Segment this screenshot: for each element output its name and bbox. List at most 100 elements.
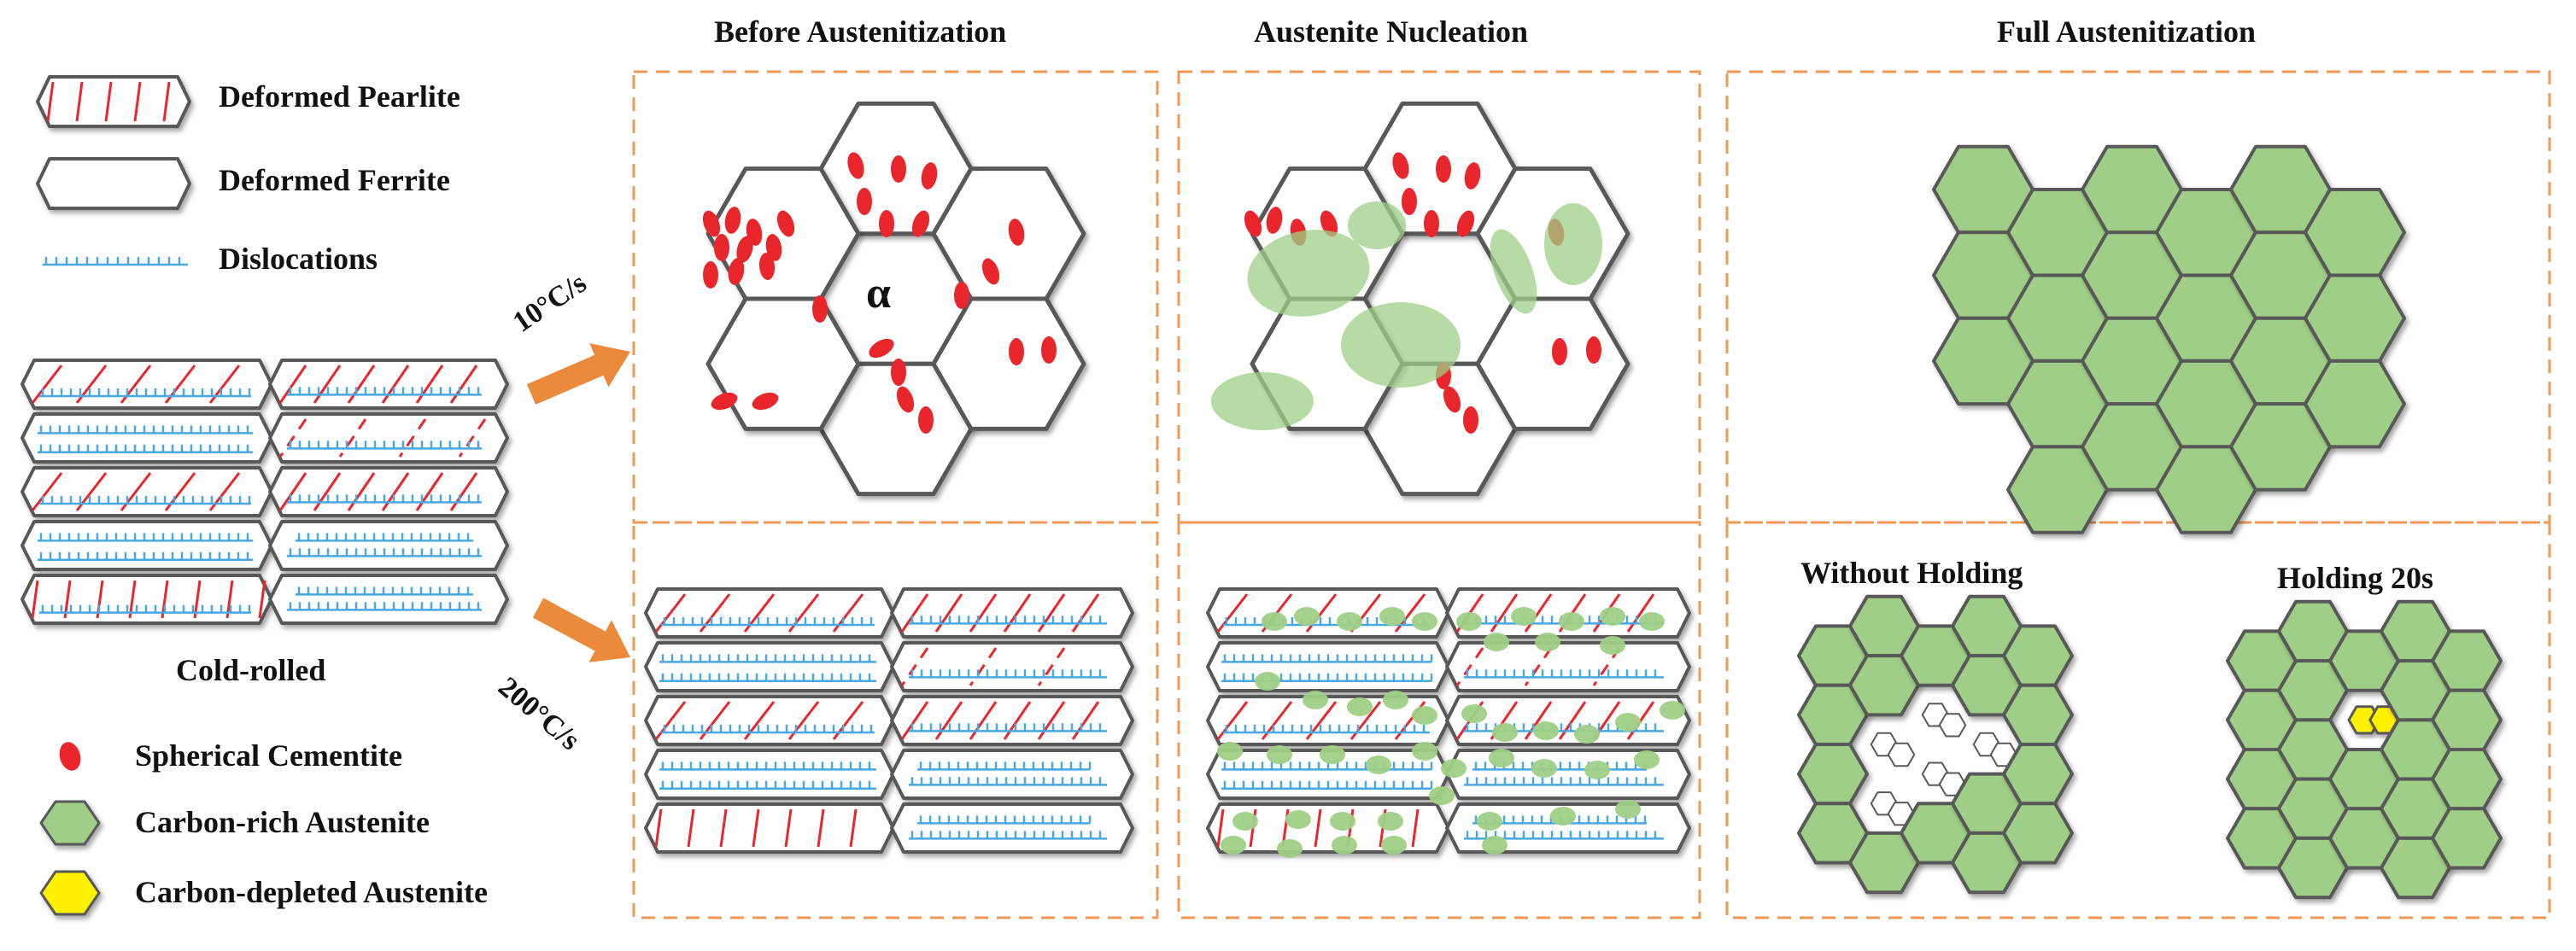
cementite-particle [1436,155,1451,183]
cementite-lamella [900,701,929,740]
ferrite-grain [1445,641,1691,692]
austenite-grain [2431,748,2503,811]
dislocation-row [909,723,1107,732]
austenite-grain [39,800,101,846]
cementite-lamella [784,808,793,848]
austenite-nucleus [1429,786,1455,805]
grain-left [644,695,895,746]
dislocation-row [909,831,1107,840]
austenite-nucleus [1559,612,1584,631]
cementite-lamella [31,365,63,404]
grain-right [1445,695,1691,746]
austenite-nucleus [1584,761,1610,779]
cementite-lamella [278,418,307,458]
cementite-lamella [347,365,376,404]
grain-right [268,412,509,464]
ferrite-grain [1206,641,1450,692]
cementite-particle [702,210,721,237]
cementite-lamella [1455,647,1484,686]
dislocation-row [917,761,1092,771]
dislocation-row [296,586,473,596]
cementite-particle [879,210,894,237]
dislocation-row [43,257,188,266]
cementite-lamella [1037,647,1066,686]
dislocation-row [287,602,482,611]
cold-rolled-label: Cold-rolled [176,653,326,687]
cementite-particle [776,210,795,237]
cementite-lamella [449,365,478,404]
dislocation-row [909,777,1107,786]
cementite-lamella [162,81,171,122]
arrow-shape [526,343,630,405]
austenite-nucleus [1535,633,1560,651]
grain-left [644,802,895,854]
cementite-lamella [313,472,342,511]
grain-left [20,520,273,571]
austenite-nucleus [1550,807,1576,826]
cementite-lamella [900,593,929,633]
pearlite-grain [268,466,509,517]
grain-left [644,641,895,692]
depleted-austenite-grain [39,870,101,916]
austenite-nucleus [1456,612,1482,631]
pearlite-grain [20,574,273,625]
cementite-particle [1463,406,1478,434]
austenite-nucleus [1634,750,1660,769]
cementite-particle [724,207,741,234]
cementite-particle [921,162,938,190]
austenite-nucleus [1221,836,1246,855]
ferrite-grain [268,520,509,571]
cementite-lamella [458,418,487,458]
cementite-lamella [1003,701,1032,740]
grain-left [1206,587,1450,639]
cementite-lamella [969,701,998,740]
cementite-particle [896,386,915,413]
cementite-lamella [313,365,342,404]
austenite-nucleus [1477,812,1502,831]
full-austenitization-10cs [1932,144,2406,534]
arrow-200cs [532,598,630,662]
austenite-nucleus [1262,612,1287,631]
cementite-lamella [719,808,728,848]
austenite-nucleus [1600,636,1625,655]
cementite-particle [703,261,718,289]
cementite-lamella [415,365,444,404]
cementite-lamellae [900,701,1100,740]
cementite-lamella [654,701,687,740]
legend-cementite-symbol [59,742,81,771]
full-austenitization-holding-20s [2226,599,2503,900]
cementite-particle [728,258,745,285]
holding-20s-label: Holding 20s [2277,561,2434,595]
austenite-grain [2431,807,2503,870]
cementite-lamella [75,81,84,122]
austenite-nucleus [1347,697,1373,716]
dislocation-row [659,654,876,663]
dislocation-row [296,533,473,542]
austenite-nucleus [1366,756,1391,774]
legend-dislocation-symbol [43,257,188,266]
dislocation-row [287,494,482,504]
cementite-lamella [1626,593,1655,633]
grain-left [20,359,273,410]
dislocation-row [1464,777,1664,786]
austenite-nucleus [1330,812,1355,831]
cementite-particle [1320,210,1338,237]
dislocation-row [661,617,875,627]
grain-left [644,749,895,800]
legend-ferrite-symbol [36,157,191,210]
cementite-lamella [1216,593,1249,633]
cementite-lamella [46,81,55,122]
legend-label-deformed-pearlite: Deformed Pearlite [219,79,460,114]
austenite-nucleus [1285,810,1311,829]
cementite-lamella [817,808,825,848]
pearlite-grain [36,75,191,128]
pearlite-grain [268,412,509,464]
cementite-lamella [278,365,307,404]
before-austenitization-10cs [702,101,1086,497]
cementite-lamella [1490,593,1519,633]
legend-label-deformed-ferrite: Deformed Ferrite [219,163,450,197]
cementite-particle [1552,338,1567,365]
cementite-lamella [969,647,998,686]
cementite-particle [911,210,930,237]
grain-left [20,466,273,517]
